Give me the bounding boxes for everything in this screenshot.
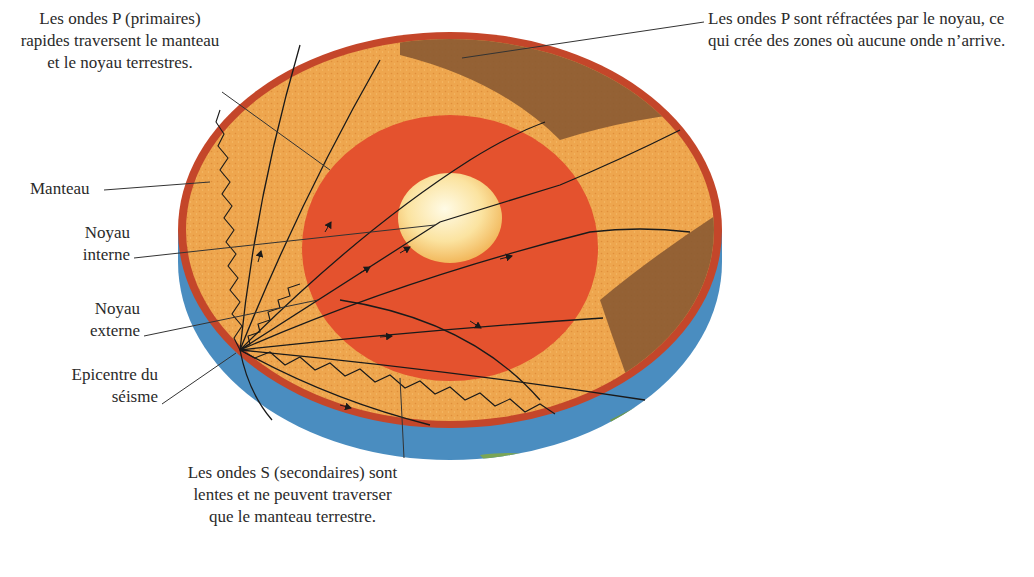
annotation-label: Manteau	[30, 178, 102, 200]
annotation-label: Les ondes S (secondaires) sont lentes et…	[185, 462, 400, 528]
label-box: Les ondes P sont réfractées par le noyau…	[708, 8, 1028, 52]
label-box: Les ondes S (secondaires) sont lentes et…	[185, 462, 400, 528]
label-box: Epicentre du séisme	[58, 364, 158, 408]
annotation-label: Epicentre du séisme	[58, 364, 158, 408]
annotation-label: Noyau interne	[48, 222, 130, 266]
label-box: Les ondes P (primaires) rapides traverse…	[20, 8, 220, 74]
annotation-label: Les ondes P (primaires) rapides traverse…	[20, 8, 220, 74]
label-box: Noyau externe	[58, 298, 140, 342]
annotation-label: Noyau externe	[58, 298, 140, 342]
annotation-label: Les ondes P sont réfractées par le noyau…	[708, 8, 1028, 52]
label-box: Noyau interne	[48, 222, 130, 266]
label-box: Manteau	[30, 178, 102, 200]
